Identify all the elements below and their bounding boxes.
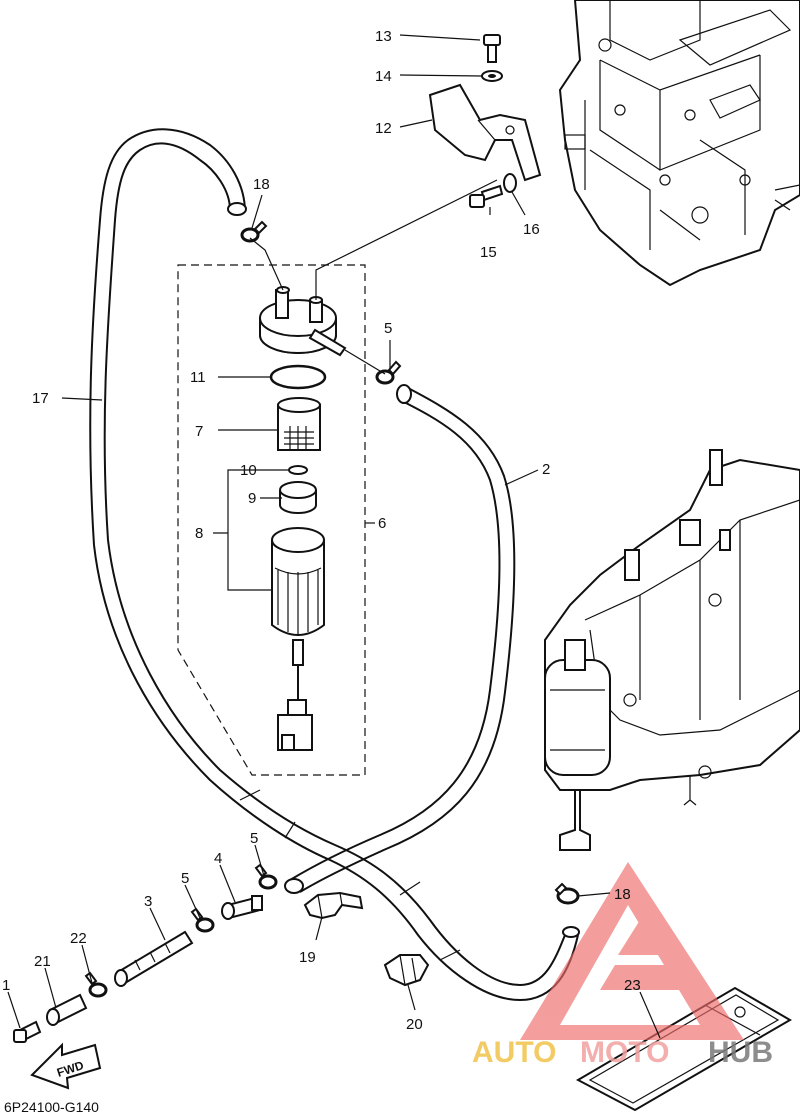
callout-5-right: 5 xyxy=(250,830,258,847)
holder-19 xyxy=(303,891,364,920)
callout-3: 3 xyxy=(144,893,152,910)
fuel-filter-head xyxy=(259,286,347,357)
watermark-moto: MOTO xyxy=(580,1036,669,1069)
callout-18-upper: 18 xyxy=(253,176,270,193)
callout-23: 23 xyxy=(624,977,641,994)
hose-clip-5-upper xyxy=(375,360,402,385)
filter-assembly-box xyxy=(177,264,366,776)
callout-20: 20 xyxy=(406,1016,423,1033)
diagram-code: 6P24100-G140 xyxy=(4,1099,99,1115)
pad-23 xyxy=(575,986,792,1112)
bolt-13 xyxy=(483,34,501,63)
watermark-triangle xyxy=(520,862,744,1040)
watermark-text: AUTO MOTO HUB xyxy=(472,1036,773,1069)
hose-3 xyxy=(114,930,194,987)
leader-lines xyxy=(7,34,661,1039)
filter-cup-8 xyxy=(271,527,325,751)
bolt-15 xyxy=(469,184,504,208)
callout-4: 4 xyxy=(214,850,222,867)
callout-14: 14 xyxy=(375,68,392,85)
filter-element-7 xyxy=(277,397,321,451)
callout-13: 13 xyxy=(375,28,392,45)
fwd-arrow: FWD xyxy=(30,1042,102,1090)
clip-10 xyxy=(288,465,308,475)
hose-clip-5-right xyxy=(254,863,278,890)
joint-21 xyxy=(46,993,88,1026)
holder-20 xyxy=(383,954,430,987)
callout-21: 21 xyxy=(34,953,51,970)
callout-5-left: 5 xyxy=(181,870,189,887)
callout-labels: 13 14 12 15 16 18 5 11 7 10 9 8 6 17 2 5… xyxy=(2,28,641,1033)
bracket-12 xyxy=(428,83,542,182)
washer-14 xyxy=(481,70,503,82)
o-ring-11 xyxy=(269,364,327,390)
callout-15: 15 xyxy=(480,244,497,261)
callout-18-lower: 18 xyxy=(614,886,631,903)
engine-block-upper xyxy=(558,0,800,287)
callout-6: 6 xyxy=(378,515,386,532)
callout-19: 19 xyxy=(299,949,316,966)
hose-clip-18-upper xyxy=(240,220,268,243)
hose-clip-18-lower xyxy=(554,882,580,905)
washer-16 xyxy=(503,173,517,193)
callout-5-upper: 5 xyxy=(384,320,392,337)
watermark-auto: AUTO xyxy=(472,1036,556,1069)
callout-12: 12 xyxy=(375,120,392,137)
callout-1: 1 xyxy=(2,977,10,994)
float-9 xyxy=(279,481,317,514)
engine-block-lower xyxy=(544,449,800,851)
check-valve-4 xyxy=(221,895,263,920)
callout-10: 10 xyxy=(240,462,257,479)
drain-screw-1 xyxy=(13,1020,42,1043)
fuel-hose-2 xyxy=(284,384,516,894)
callout-22: 22 xyxy=(70,930,87,947)
callout-17: 17 xyxy=(32,390,49,407)
callout-11: 11 xyxy=(190,369,206,386)
watermark xyxy=(520,862,744,1040)
callout-2: 2 xyxy=(542,461,550,478)
callout-9: 9 xyxy=(248,490,256,507)
hose-clip-22 xyxy=(84,971,108,998)
callout-8: 8 xyxy=(195,525,203,542)
hose-clip-5-left xyxy=(190,907,215,933)
callout-7: 7 xyxy=(195,423,203,440)
watermark-hub: HUB xyxy=(708,1036,773,1069)
fuel-hose-17 xyxy=(89,128,580,1002)
callout-16: 16 xyxy=(523,221,540,238)
